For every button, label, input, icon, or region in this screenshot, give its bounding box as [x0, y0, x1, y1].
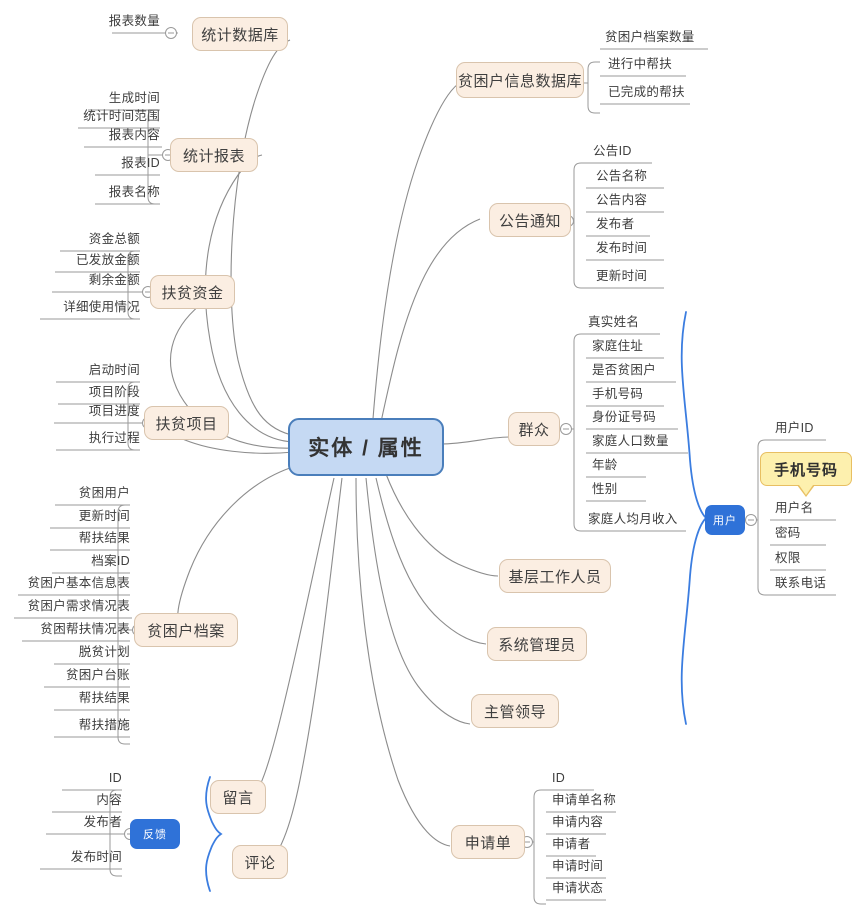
leaf-gonggao-neirong[interactable]: 公告内容: [596, 193, 648, 207]
summary-fankui[interactable]: 反馈: [130, 819, 180, 849]
leaf-pk-bangfu-qingkuang-biao[interactable]: 贫困帮扶情况表: [40, 622, 130, 636]
callout-shouji-haoma[interactable]: 手机号码: [760, 452, 852, 486]
topic-xitong-guanliyuan[interactable]: 系统管理员: [487, 627, 587, 661]
leaf-bangfu-jieguo-2[interactable]: 帮扶结果: [78, 691, 130, 705]
leaf-xingbie[interactable]: 性别: [592, 482, 618, 496]
topic-shenqingdan[interactable]: 申请单: [451, 825, 525, 859]
leaf-tuopin-jihua[interactable]: 脱贫计划: [78, 645, 130, 659]
leaf-jiating-zhuzhi[interactable]: 家庭住址: [592, 339, 644, 353]
topic-qunzhong[interactable]: 群众: [508, 412, 560, 446]
leaf-fankui-fabu-shijian[interactable]: 发布时间: [70, 850, 122, 864]
topic-jiceng-gongzuo-renyuan[interactable]: 基层工作人员: [499, 559, 611, 593]
leaf-lianxi-dianhua[interactable]: 联系电话: [775, 576, 827, 590]
leaf-fankui-neirong[interactable]: 内容: [96, 793, 122, 807]
leaf-baobiao-neirong[interactable]: 报表内容: [108, 128, 160, 142]
wire-shenqingdan: [355, 477, 451, 847]
wire-xitong-guanliyuan: [375, 477, 487, 645]
leaf-dangan-id[interactable]: 档案ID: [91, 554, 130, 568]
topic-fupin-zijin[interactable]: 扶贫资金: [150, 275, 235, 309]
leaf-shenfenzheng-haoma[interactable]: 身份证号码: [592, 410, 657, 424]
leaf-fankui-fabuzhe[interactable]: 发布者: [83, 815, 122, 829]
leaf-baobiao-id[interactable]: 报表ID: [121, 156, 160, 170]
leaf-shenqingdan-id[interactable]: ID: [552, 771, 566, 785]
leaf-bangfu-cuoshi[interactable]: 帮扶措施: [78, 718, 130, 732]
leaf-shifou-pinkunhu[interactable]: 是否贫困户: [592, 363, 657, 377]
leaf-qunzhong-shouji-haoma[interactable]: 手机号码: [592, 387, 644, 401]
spine-qunzhong: [573, 333, 586, 532]
leaf-pkh-xuqiu-qingkuang-biao[interactable]: 贫困户需求情况表: [27, 599, 130, 613]
wire-pinglun: [264, 477, 343, 867]
leaf-pkh-jiben-xinxi-biao[interactable]: 贫困户基本信息表: [27, 576, 130, 590]
topic-liuyan[interactable]: 留言: [210, 780, 266, 814]
leaf-baobiao-shuliang[interactable]: 报表数量: [108, 14, 160, 28]
leaf-baobiao-mingcheng[interactable]: 报表名称: [108, 185, 160, 199]
topic-tongji-shujuku[interactable]: 统计数据库: [192, 17, 288, 51]
topic-pinkunhu-xinxi-shujuku[interactable]: 贫困户信息数据库: [456, 62, 584, 98]
leaf-yonghu-id[interactable]: 用户ID: [775, 421, 814, 435]
wire-tongji-shujuku: [230, 39, 297, 437]
leaf-quanxian[interactable]: 权限: [775, 551, 801, 565]
spine-shenqingdan: [533, 789, 546, 905]
topic-pinkunhu-dangan[interactable]: 贫困户档案: [134, 613, 238, 647]
leaf-yifafang-jine[interactable]: 已发放金额: [75, 253, 140, 267]
leaf-zhixing-guocheng[interactable]: 执行过程: [88, 431, 140, 445]
leaf-nianling[interactable]: 年龄: [592, 458, 618, 472]
leaf-xiangmu-jindu[interactable]: 项目进度: [88, 404, 140, 418]
leaf-shengyu-jine[interactable]: 剩余金额: [88, 273, 140, 287]
leaf-pinkun-yonghu[interactable]: 贫困用户: [78, 486, 130, 500]
leaf-shenqingdan-mingcheng[interactable]: 申请单名称: [552, 793, 617, 807]
leaf-gonggao-id[interactable]: 公告ID: [593, 144, 632, 158]
leaf-tongji-shijian-fanwei[interactable]: 统计时间范围: [83, 109, 160, 123]
spine-pkhxx: [587, 61, 600, 114]
wire-liuyan: [251, 477, 335, 799]
leaf-pkh-dangan-shuliang[interactable]: 贫困户档案数量: [605, 30, 695, 44]
wire-qunzhong: [439, 436, 511, 445]
leaf-qidong-shijian[interactable]: 启动时间: [88, 363, 140, 377]
wire-jiceng: [385, 473, 499, 577]
leaf-gonggao-fabuzhe[interactable]: 发布者: [596, 217, 635, 231]
leaf-jiating-renjun-yueshouru[interactable]: 家庭人均月收入: [588, 512, 678, 526]
leaf-shengcheng-shijian[interactable]: 生成时间: [108, 91, 160, 105]
topic-pinglun[interactable]: 评论: [232, 845, 288, 879]
leaf-shenqing-zhuangtai[interactable]: 申请状态: [552, 881, 604, 895]
root-node[interactable]: 实体 / 属性: [288, 418, 444, 476]
leaf-gonggao-fabu-shijian[interactable]: 发布时间: [596, 241, 648, 255]
leaf-shenqing-shijian[interactable]: 申请时间: [552, 859, 604, 873]
callout-tail-inner: [799, 485, 813, 495]
leaf-pkh-taizhang[interactable]: 贫困户台账: [65, 668, 130, 682]
leaf-gonggao-mingcheng[interactable]: 公告名称: [596, 169, 648, 183]
leaf-yiwancheng-bangfu[interactable]: 已完成的帮扶: [608, 85, 685, 99]
leaf-shenqingzhe[interactable]: 申请者: [552, 837, 591, 851]
wire-gonggao-tongzhi: [377, 218, 481, 437]
leaf-xiangxi-shiyong-qingkuang[interactable]: 详细使用情况: [63, 300, 140, 314]
leaf-gonggao-gengxin-shijian[interactable]: 更新时间: [596, 269, 648, 283]
topic-tongji-baobiao[interactable]: 统计报表: [170, 138, 258, 172]
leaf-shenqing-neirong[interactable]: 申请内容: [552, 815, 604, 829]
wire-pinkunhu-xinxi-shujuku: [371, 83, 459, 433]
topic-fupin-xiangmu[interactable]: 扶贫项目: [144, 406, 229, 440]
leaf-yonghu-ming[interactable]: 用户名: [775, 501, 814, 515]
leaf-fankui-id[interactable]: ID: [108, 771, 122, 785]
leaf-jiating-renkou-shuliang[interactable]: 家庭人口数量: [592, 434, 669, 448]
leaf-zhenshi-xingming[interactable]: 真实姓名: [588, 315, 640, 329]
summary-yonghu[interactable]: 用户: [705, 505, 745, 535]
leaf-mima[interactable]: 密码: [775, 526, 801, 540]
leaf-bangfu-jieguo-1[interactable]: 帮扶结果: [78, 531, 130, 545]
wire-zhuguan-lingdao: [365, 477, 471, 725]
wire-pinkunhu-dangan: [177, 465, 297, 633]
leaf-zijin-zonge[interactable]: 资金总额: [88, 232, 140, 246]
topic-gonggao-tongzhi[interactable]: 公告通知: [489, 203, 571, 237]
topic-zhuguan-lingdao[interactable]: 主管领导: [471, 694, 559, 728]
leaf-jinxingzhong-bangfu[interactable]: 进行中帮扶: [608, 57, 673, 71]
leaf-xiangmu-jieduan[interactable]: 项目阶段: [88, 385, 140, 399]
spine-gonggao: [573, 162, 586, 289]
leaf-gengxin-shijian[interactable]: 更新时间: [78, 509, 130, 523]
